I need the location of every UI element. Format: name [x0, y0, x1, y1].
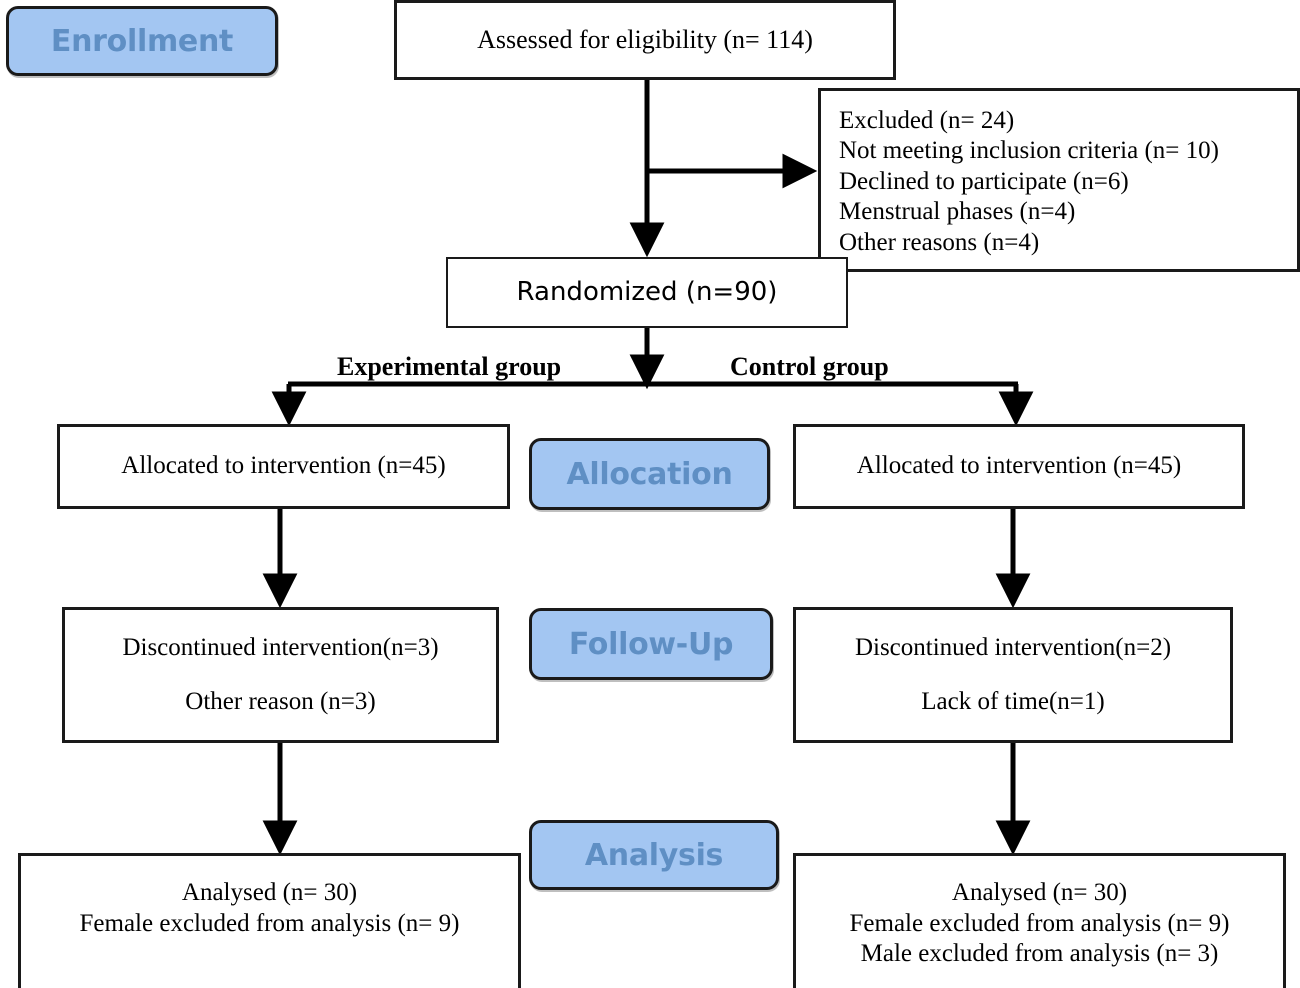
branch-label-experimental: Experimental group: [337, 352, 562, 381]
node-allocated-control: Allocated to intervention (n=45): [793, 424, 1245, 509]
stage-badge-allocation-label: Allocation: [566, 456, 733, 492]
node-analysed-experimental: Analysed (n= 30) Female excluded from an…: [18, 853, 521, 988]
node-followup-experimental-line-1: Discontinued intervention(n=3): [122, 633, 439, 661]
node-analysed-experimental-line-1: Analysed (n= 30): [181, 879, 358, 906]
node-excluded-line-5: Other reasons (n=4): [839, 228, 1040, 256]
node-excluded-line-4: Menstrual phases (n=4): [839, 198, 1076, 226]
stage-badge-analysis-label: Analysis: [584, 837, 724, 873]
node-assessed-for-eligibility: Assessed for eligibility (n= 114): [394, 0, 896, 80]
node-followup-control-line-1: Discontinued intervention(n=2): [854, 633, 1172, 661]
node-assessed-line-1: Assessed for eligibility (n= 114): [477, 25, 813, 55]
node-analysed-control-line-3: Male excluded from analysis (n= 3): [860, 940, 1219, 967]
node-allocated-experimental: Allocated to intervention (n=45): [57, 424, 510, 509]
node-analysed-control-line-2: Female excluded from analysis (n= 9): [849, 909, 1230, 937]
node-excluded: Excluded (n= 24) Not meeting inclusion c…: [818, 88, 1300, 272]
node-followup-experimental-line-2: Other reason (n=3): [185, 688, 376, 715]
node-randomized-line-1: Randomized (n=90): [516, 276, 778, 307]
node-analysed-control-line-1: Analysed (n= 30): [951, 879, 1128, 906]
node-followup-control-line-2: Lack of time(n=1): [921, 688, 1105, 715]
node-analysed-control: Analysed (n= 30) Female excluded from an…: [793, 853, 1286, 988]
branch-label-control: Control group: [730, 352, 889, 381]
node-randomized: Randomized (n=90): [446, 257, 848, 328]
node-allocated-experimental-line-1: Allocated to intervention (n=45): [121, 452, 446, 480]
node-followup-experimental: Discontinued intervention(n=3) Other rea…: [62, 607, 499, 743]
node-excluded-line-3: Declined to participate (n=6): [839, 167, 1129, 195]
node-followup-control: Discontinued intervention(n=2) Lack of t…: [793, 607, 1233, 743]
stage-badge-followup: Follow-Up: [529, 608, 773, 680]
node-excluded-line-2: Not meeting inclusion criteria (n= 10): [839, 137, 1219, 165]
stage-badge-analysis: Analysis: [529, 820, 779, 890]
node-allocated-control-line-1: Allocated to intervention (n=45): [856, 452, 1182, 480]
stage-badge-enrollment-label: Enrollment: [50, 23, 234, 59]
node-analysed-experimental-line-2: Female excluded from analysis (n= 9): [79, 909, 460, 937]
stage-badge-followup-label: Follow-Up: [568, 626, 734, 662]
stage-badge-enrollment: Enrollment: [6, 6, 278, 76]
stage-badge-allocation: Allocation: [529, 438, 770, 510]
node-excluded-line-1: Excluded (n= 24): [839, 106, 1015, 134]
